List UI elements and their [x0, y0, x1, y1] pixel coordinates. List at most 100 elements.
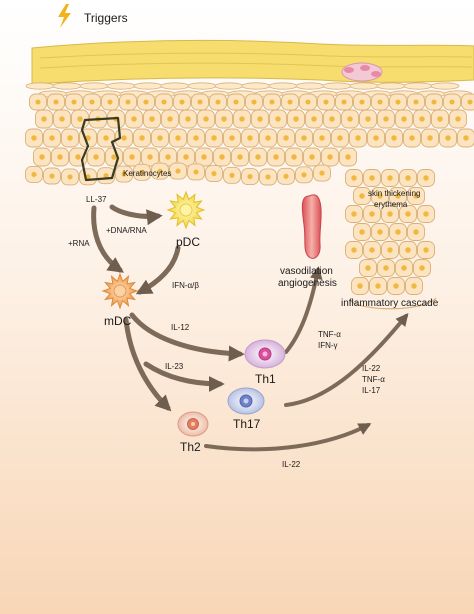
keratinocyte-cell: [371, 223, 389, 241]
granular-cell: [349, 82, 379, 90]
keratinocyte-cell: [421, 128, 439, 148]
keratinocyte-cell: [151, 162, 169, 180]
skin-thickening-label: skin thickening: [368, 189, 420, 198]
granular-cell: [187, 82, 217, 90]
keratinocyte-cell: [65, 93, 83, 111]
keratinocyte-cell: [47, 93, 65, 111]
tnf-a-list-label: TNF-α: [362, 375, 385, 384]
vasodilation-label: vasodilation: [280, 266, 333, 277]
keratinocyte-cell: [133, 163, 151, 181]
keratinocyte-cell: [87, 147, 105, 167]
keratinocyte-cell: [335, 93, 353, 111]
keratinocyte-cell: [241, 128, 259, 148]
keratinocytes-label: Keratinocytes: [123, 169, 171, 178]
arrow-mdc-th17: [143, 361, 225, 392]
keratinocyte-cell: [403, 128, 421, 148]
keratinocyte-cell: [223, 166, 241, 184]
il23-label: IL-23: [165, 362, 184, 371]
keratinocyte-cell: [123, 147, 141, 167]
pdc-cell: [166, 190, 206, 230]
keratinocyte-cell: [97, 128, 115, 148]
keratinocyte-cell: [215, 109, 233, 129]
keratinocyte-cell: [413, 259, 431, 277]
keratinocyte-cell: [351, 277, 369, 295]
keratinocyte-cell: [227, 93, 245, 111]
keratinocyte-cell: [377, 109, 395, 129]
keratinocyte-cell: [35, 109, 53, 129]
keratinocyte-cell: [43, 128, 61, 148]
keratinocyte-cell: [363, 205, 381, 223]
keratinocyte-cell: [407, 93, 425, 111]
keratinocyte-cell: [79, 168, 97, 186]
keratinocyte-cell: [205, 128, 223, 148]
granular-cell: [106, 82, 136, 90]
keratinocyte-cell: [431, 109, 449, 129]
keratinocyte-cell: [363, 169, 381, 187]
keratinocyte-cell: [313, 128, 331, 148]
keratinocyte-cell: [457, 128, 474, 148]
arrows: [91, 204, 409, 452]
keratinocyte-cell: [269, 109, 287, 129]
ll37-label: LL-37: [86, 195, 107, 204]
rete-ridge-base: [349, 297, 437, 310]
inflammatory-cascade-label: inflammatory cascade: [341, 298, 439, 309]
keratinocyte-cell: [83, 93, 101, 111]
keratinocyte-cell: [223, 128, 241, 148]
pdc-label: pDC: [176, 235, 200, 249]
keratinocyte-cell: [395, 109, 413, 129]
granular-cell: [241, 82, 271, 90]
keratinocyte-cell: [299, 93, 317, 111]
keratinocyte-cell: [295, 166, 313, 184]
keratinocyte-cell: [345, 205, 363, 223]
keratinocyte-cell: [363, 241, 381, 259]
keratinocyte-cell: [249, 147, 267, 167]
keratinocyte-cell: [141, 147, 159, 167]
il22-bottom-label: IL-22: [282, 460, 301, 469]
keratinocyte-cell: [359, 259, 377, 277]
keratinocyte-cell: [61, 168, 79, 186]
keratinocyte-cell: [323, 109, 341, 129]
keratinocyte-cell: [449, 109, 467, 129]
granular-cell: [322, 82, 352, 90]
granular-cell: [160, 82, 190, 90]
keratinocyte-cell: [413, 109, 431, 129]
pink-cells-cluster: [341, 62, 383, 82]
keratinocyte-cell: [443, 93, 461, 111]
keratinocyte-cell: [285, 147, 303, 167]
keratinocyte-cell: [339, 147, 357, 167]
keratinocyte-cell: [137, 93, 155, 111]
granular-cell: [52, 82, 82, 90]
keratinocyte-cell: [317, 93, 335, 111]
stratum-corneum: [31, 40, 474, 85]
keratinocyte-cell: [371, 187, 389, 205]
blood-vessel: [301, 194, 322, 259]
keratinocyte-cell: [461, 93, 474, 111]
keratinocyte-cell: [159, 147, 177, 167]
th2-label: Th2: [180, 440, 201, 454]
il12-label: IL-12: [171, 323, 190, 332]
th1-cell: [244, 339, 286, 369]
keratinocyte-cell: [179, 109, 197, 129]
keratinocyte-cell: [389, 93, 407, 111]
keratinocyte-cell: [25, 165, 43, 183]
granular-cell: [214, 82, 244, 90]
keratinocyte-cell: [345, 169, 363, 187]
keratinocyte-cell: [251, 109, 269, 129]
granular-cell: [403, 82, 433, 90]
keratinocyte-cell: [115, 165, 133, 183]
keratinocyte-cell: [295, 128, 313, 148]
mdc-cell: [101, 272, 139, 310]
th2-cell: [177, 411, 209, 437]
keratinocyte-cell: [353, 223, 371, 241]
keratinocyte-cell: [169, 128, 187, 148]
granular-cell: [79, 82, 109, 90]
keratinocyte-cell: [119, 93, 137, 111]
keratinocyte-cell: [367, 128, 385, 148]
keratinocyte-cell: [259, 168, 277, 186]
keratinocyte-cell: [245, 93, 263, 111]
keratinocyte-cell: [349, 128, 367, 148]
arrow-mdc-th2: [123, 317, 172, 412]
arrow-ll37-pdc: [109, 204, 163, 226]
